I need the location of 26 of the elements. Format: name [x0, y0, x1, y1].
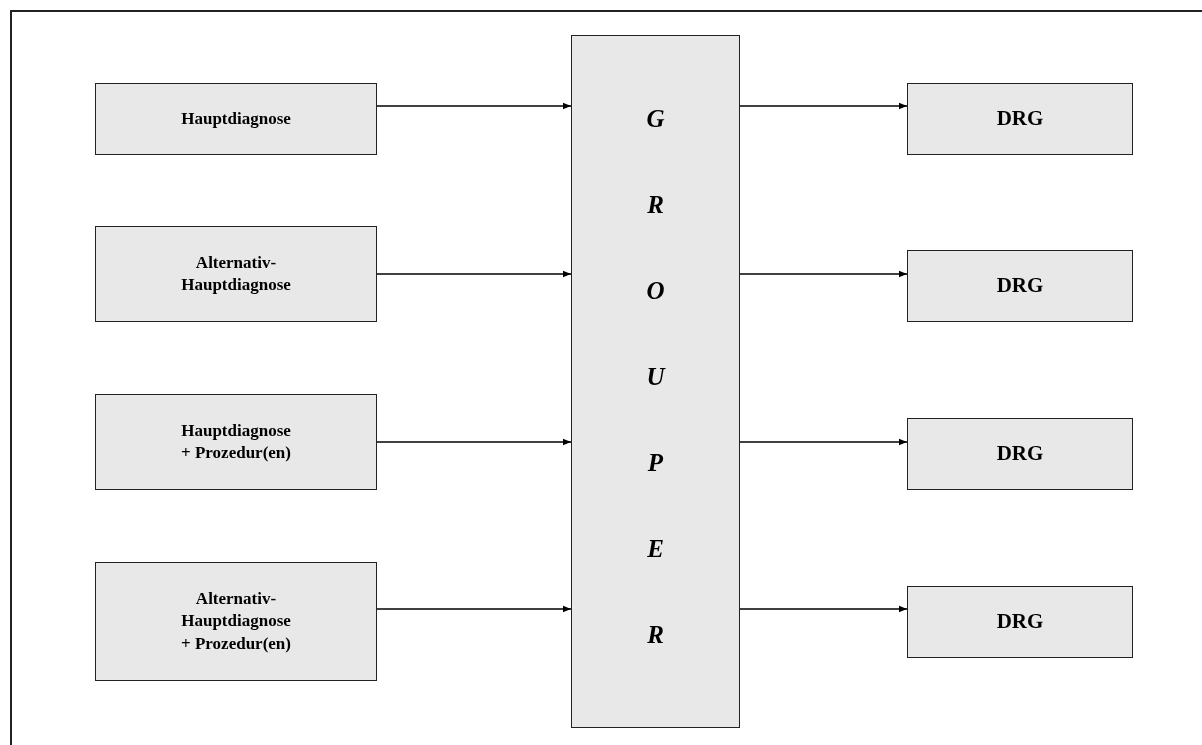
process-box [907, 586, 1133, 658]
arrow [376, 270, 572, 278]
box-label: DRG [996, 272, 1044, 300]
arrow [739, 102, 908, 110]
process-box [907, 250, 1133, 322]
process-box [95, 226, 377, 322]
process-box [907, 418, 1133, 490]
box-label: Alternativ- Hauptdiagnose [180, 251, 292, 296]
arrow [739, 605, 908, 613]
arrow [376, 438, 572, 446]
box-label: Hauptdiagnose + Prozedur(en) [180, 419, 292, 464]
box-label: Alternativ- Hauptdiagnose + Prozedur(en) [180, 588, 292, 655]
box-label: DRG [996, 608, 1044, 636]
process-box [95, 83, 377, 155]
arrow [739, 270, 908, 278]
arrow [376, 102, 572, 110]
process-box [95, 562, 377, 681]
box-label: Hauptdiagnose [181, 107, 291, 130]
process-box [907, 83, 1133, 155]
arrow [376, 605, 572, 613]
process-box [95, 394, 377, 490]
arrow [739, 438, 908, 446]
vertical-label: GROUPER [645, 104, 667, 650]
grouper-box [571, 35, 740, 728]
box-label: DRG [996, 105, 1044, 133]
box-label: DRG [996, 440, 1044, 468]
